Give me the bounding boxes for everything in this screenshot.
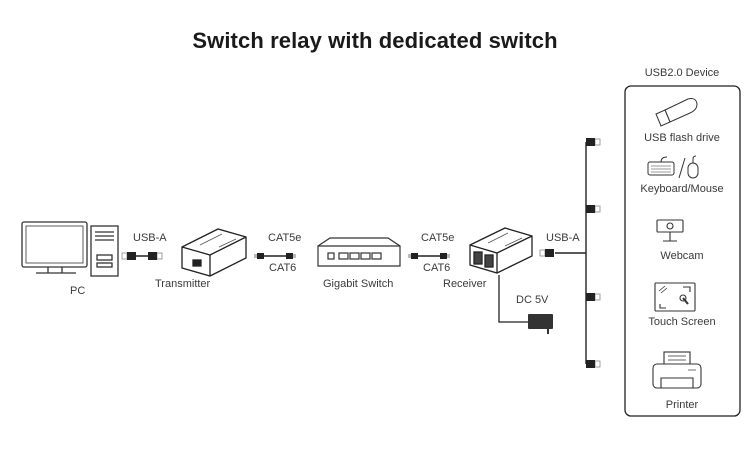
usb-plug xyxy=(585,204,601,214)
gigabit-switch-icon xyxy=(317,237,401,267)
device-panel-heading: USB2.0 Device xyxy=(644,67,720,79)
usb-plug xyxy=(585,137,601,147)
device-label: Webcam xyxy=(660,250,704,262)
usb-a-label-pc-tx: USB-A xyxy=(133,232,167,244)
cat-cable-tx-switch xyxy=(254,253,296,259)
device-label: Printer xyxy=(665,399,699,411)
usb-cable-pc-tx xyxy=(121,251,163,261)
transmitter-label: Transmitter xyxy=(155,278,211,290)
power-adapter-icon xyxy=(498,275,553,334)
cat6-label-rx: CAT6 xyxy=(423,262,451,274)
usb-plug xyxy=(585,292,601,302)
usb-plug xyxy=(539,248,555,258)
receiver-label: Receiver xyxy=(443,278,487,290)
webcam-icon xyxy=(656,219,684,242)
cat-cable-switch-rx xyxy=(408,253,450,259)
usb-bus xyxy=(555,141,600,365)
keyboard-mouse-icon xyxy=(647,155,699,179)
touch-screen-icon xyxy=(654,282,696,312)
usb-flash-drive-icon xyxy=(655,98,698,127)
pc-icon xyxy=(21,221,119,277)
device-label: Touch Screen xyxy=(648,316,716,328)
cat5e-label-rx: CAT5e xyxy=(421,232,455,244)
gigabit-switch-label: Gigabit Switch xyxy=(323,278,394,290)
device-label: USB flash drive xyxy=(644,132,720,144)
pc-label: PC xyxy=(70,285,86,297)
usb-a-label-rx: USB-A xyxy=(546,232,580,244)
usb-plug xyxy=(585,359,601,369)
device-label: Keyboard/Mouse xyxy=(640,183,724,195)
cat6-label-tx: CAT6 xyxy=(269,262,297,274)
printer-icon xyxy=(652,351,702,389)
transmitter-icon xyxy=(181,228,247,277)
dc-5v-label: DC 5V xyxy=(516,294,549,306)
device-panel xyxy=(624,85,741,417)
receiver-icon xyxy=(469,227,533,274)
diagram-title: Switch relay with dedicated switch xyxy=(192,28,558,53)
cat5e-label-tx: CAT5e xyxy=(268,232,302,244)
